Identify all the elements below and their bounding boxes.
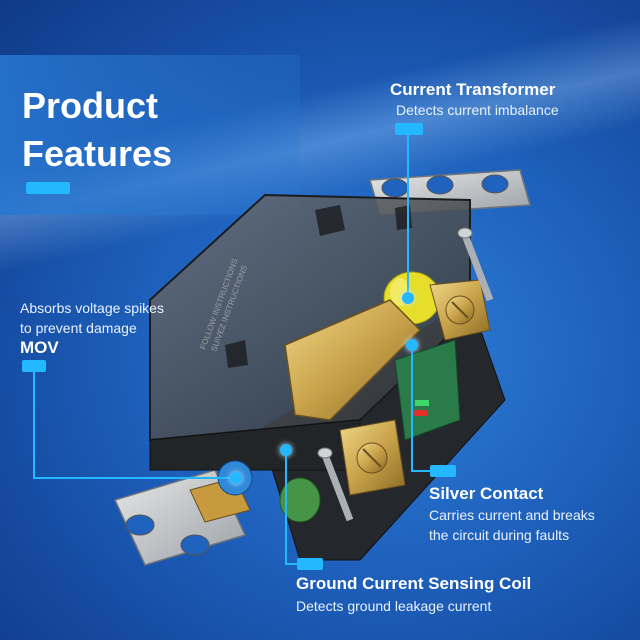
ground-sensing-coil bbox=[279, 477, 321, 523]
ground-coil-description: Detects ground leakage current bbox=[296, 598, 492, 614]
title-accent-dash bbox=[26, 182, 70, 194]
current-transformer-heading: Current Transformer bbox=[390, 80, 556, 99]
current-transformer-description: Detects current imbalance bbox=[396, 102, 559, 118]
silver-contact-marker bbox=[430, 465, 456, 477]
title-line-1: Product bbox=[22, 85, 159, 126]
ground-coil-leader-vertical bbox=[285, 455, 287, 565]
silver-contact-heading: Silver Contact bbox=[429, 484, 544, 503]
brass-terminal-top bbox=[429, 279, 491, 341]
ground-coil-marker bbox=[297, 558, 323, 570]
mov-leader-horizontal bbox=[33, 477, 233, 479]
current-transformer-marker bbox=[395, 123, 423, 135]
mov-leader-vertical bbox=[33, 372, 35, 478]
mov-description-line-1: Absorbs voltage spikes bbox=[20, 300, 164, 316]
brass-contact-arm bbox=[284, 299, 422, 421]
mov-heading: MOV bbox=[20, 338, 59, 357]
silver-contact-leader-vertical bbox=[411, 350, 413, 472]
current-transformer-leader bbox=[407, 135, 409, 295]
title-line-2: Features bbox=[22, 133, 173, 174]
mov-description-line-2: to prevent damage bbox=[20, 320, 137, 336]
brass-terminal-bottom bbox=[339, 419, 406, 496]
mov-marker bbox=[22, 360, 46, 372]
mov-dot bbox=[230, 472, 242, 484]
ground-coil-heading: Ground Current Sensing Coil bbox=[296, 574, 532, 593]
silver-contact-description-line-1: Carries current and breaks bbox=[429, 507, 595, 523]
pcb-led-green bbox=[415, 400, 429, 406]
pcb-led-red bbox=[413, 410, 427, 416]
page-title: Product Features bbox=[22, 82, 222, 178]
terminal-screw-top bbox=[457, 227, 494, 302]
silver-contact-description-line-2: the circuit during faults bbox=[429, 527, 570, 543]
ground-coil-dot bbox=[280, 444, 292, 456]
silver-contact-leader-horizontal bbox=[411, 470, 433, 472]
silver-contact-dot bbox=[406, 339, 418, 351]
terminal-screw-bottom bbox=[317, 447, 354, 522]
ground-coil-leader-horizontal bbox=[285, 563, 297, 565]
current-transformer-dot bbox=[402, 292, 414, 304]
